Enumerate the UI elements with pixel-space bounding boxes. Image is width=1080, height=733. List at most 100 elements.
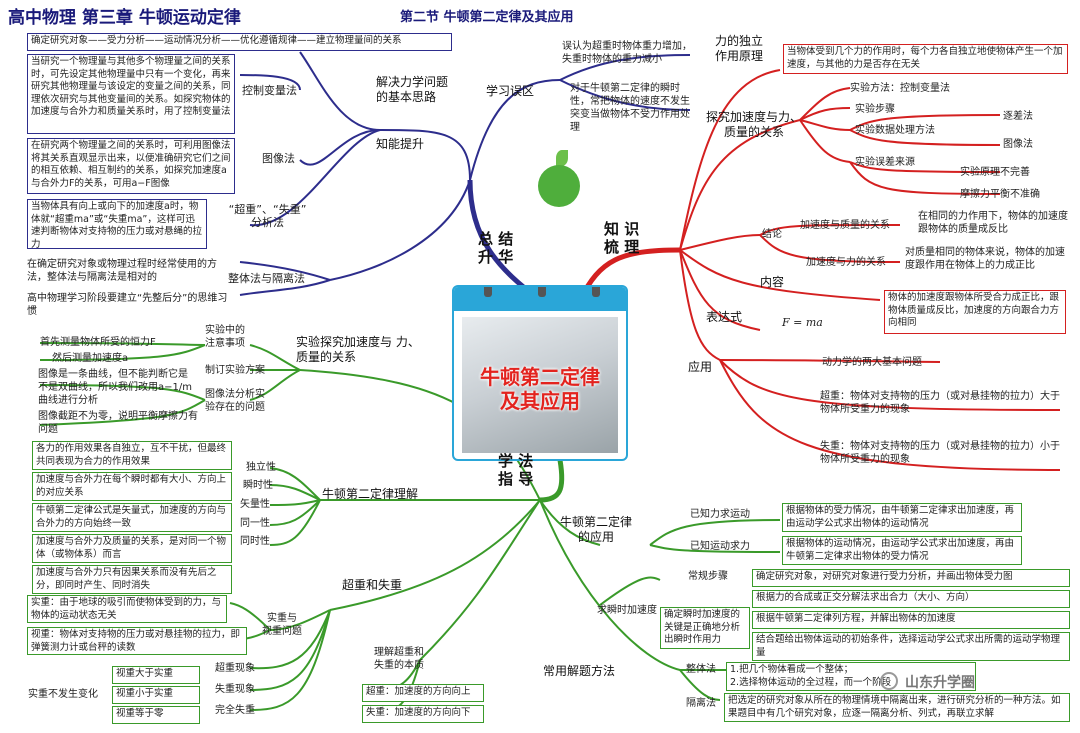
knowledge-up-label: 知能提升 bbox=[376, 137, 425, 151]
calendar-ring-icon bbox=[538, 287, 546, 297]
essence-under: 失重：加速度的方向向下 bbox=[362, 705, 484, 723]
instant-acc-label: 求瞬时加速度 bbox=[597, 605, 657, 616]
exp-error-2: 摩擦力平衡不准确 bbox=[960, 189, 1040, 200]
exp-diff-method: 逐差法 bbox=[1003, 111, 1033, 122]
exp-graph-method: 图像法 bbox=[1003, 139, 1033, 150]
note-3: 图像是一条曲线，但不能判断它是不是双曲线，所以我们改用a−1/m曲线进行分析 bbox=[38, 369, 192, 406]
exp-method: 实验方法：控制变量法 bbox=[850, 83, 950, 94]
steps-label: 常规步骤 bbox=[688, 571, 728, 582]
center-topic-title: 牛顿第二定律 及其应用 bbox=[454, 365, 626, 413]
prop-vector-desc: 牛顿第二定律公式是矢量式，加速度的方向与合外力的方向始终一致 bbox=[32, 503, 232, 532]
over-under-weight-desc: 当物体具有向上或向下的加速度a时，物体就“超重ma”或“失重ma”，这样可迅速判… bbox=[27, 199, 207, 250]
step-1: 确定研究对象，对研究对象进行受力分析，并画出物体受力图 bbox=[752, 569, 1070, 587]
independent-action-desc: 当物体受到几个力的作用时，每个力各自独立地使物体产生一个加速度，与其他的力是否存… bbox=[783, 44, 1068, 74]
exp-error-1: 实验原理不完善 bbox=[960, 167, 1030, 178]
app-underweight: 失重：物体对支持物的压力（或对悬挂物的拉力）小于物体所受重力的现象 bbox=[820, 441, 1060, 465]
note-1: 首先测量物体所受的恒力F bbox=[40, 337, 156, 348]
whole-isolate-desc: 在确定研究对象或物理过程时经常使用的方法，整体法与隔离法是相对的 bbox=[27, 259, 217, 283]
isolate-method-label: 隔离法 bbox=[686, 698, 716, 709]
real-unchanged: 实重不发生变化 bbox=[28, 689, 98, 700]
exp-error: 实验误差来源 bbox=[855, 157, 915, 168]
common-methods-label: 常用解题方法 bbox=[543, 664, 616, 678]
center-topic-card: 牛顿第二定律 及其应用 bbox=[452, 285, 628, 461]
view-greater: 视重大于实重 bbox=[112, 666, 200, 684]
explore-label: 探究加速度与力、 质量的关系 bbox=[706, 110, 803, 139]
calendar-ring-icon bbox=[484, 287, 492, 297]
prop-identity: 同一性 bbox=[240, 518, 270, 529]
complete-weightless: 完全失重 bbox=[215, 705, 255, 716]
step-3: 根据牛顿第二定律列方程，并解出物体的加速度 bbox=[752, 611, 1070, 629]
exp-analysis: 图像法分析实 验存在的问题 bbox=[205, 389, 265, 413]
acc-mass-desc: 在相同的力作用下，物体的加速度跟物体的质量成反比 bbox=[918, 211, 1068, 235]
basic-idea-label: 解决力学问题 的基本思路 bbox=[376, 75, 449, 104]
first-whole-habit: 高中物理学习阶段要建立“先整后分”的思维习惯 bbox=[27, 293, 228, 317]
underweight-phenomenon: 失重现象 bbox=[215, 684, 255, 695]
essence-over: 超重：加速度的方向向上 bbox=[362, 684, 484, 702]
independent-action-label: 力的独立 作用原理 bbox=[715, 34, 764, 63]
known-force-label: 已知力求运动 bbox=[690, 509, 750, 520]
branch-method: 学 法 指 导 bbox=[498, 452, 534, 488]
whole-method-desc: 1.把几个物体看成一个整体； 2.选择物体运动的全过程，而一个阶段 bbox=[726, 662, 976, 691]
cyclist-photo bbox=[462, 317, 618, 453]
prop-instant-desc: 加速度与合外力在每个瞬时都有大小、方向上的对应关系 bbox=[32, 472, 232, 501]
control-variable-desc: 当研究一个物理量与其他多个物理量之间的关系时，可先设定其他物理量中只有一个变化，… bbox=[27, 54, 235, 134]
understand-label: 牛顿第二定律理解 bbox=[322, 487, 419, 501]
isolate-method-desc: 把选定的研究对象从所在的物理情境中隔离出来，进行研究分析的一种方法。如果题目中有… bbox=[724, 693, 1070, 722]
prop-vector: 矢量性 bbox=[240, 499, 270, 510]
view-weight-desc: 视重：物体对支持物的压力或对悬挂物的拉力，即弹簧测力计或台秤的读数 bbox=[27, 627, 247, 655]
center-title-line1: 牛顿第二定律 bbox=[480, 365, 600, 389]
leaf-icon bbox=[556, 150, 568, 166]
expression-label: 表达式 bbox=[706, 310, 743, 324]
acc-force-label: 加速度与力的关系 bbox=[806, 257, 886, 268]
prop-simultaneous-desc: 加速度与合外力只有因果关系而没有先后之分，即同时产生、同时消失 bbox=[32, 565, 232, 594]
prop-identity-desc: 加速度与合外力及质量的关系，是对同一个物体（或物体系）而言 bbox=[32, 534, 232, 563]
overweight-label: 超重和失重 bbox=[342, 578, 403, 592]
apply-label: 牛顿第二定律 的应用 bbox=[560, 515, 633, 544]
exp-data: 实验数据处理方法 bbox=[855, 125, 935, 136]
instant-acc-desc: 确定瞬时加速度的关键是正确地分析出瞬时作用力 bbox=[660, 607, 750, 649]
branch-summary: 总 结 升 华 bbox=[478, 230, 514, 266]
step-2: 根据力的合成或正交分解法求出合力（大小、方向） bbox=[752, 590, 1070, 608]
overweight-phenomenon: 超重现象 bbox=[215, 663, 255, 674]
over-under-weight-label: “超重”、“失重” 分析法 bbox=[228, 203, 307, 229]
exp-plan: 制订实验方案 bbox=[205, 365, 265, 376]
mistake-label: 学习误区 bbox=[486, 84, 535, 98]
real-view-label: 实重与 视重问题 bbox=[262, 613, 302, 637]
calendar-ring-icon bbox=[592, 287, 600, 297]
app-overweight: 超重：物体对支持物的压力（或对悬挂物的拉力）大于物体所受重力的现象 bbox=[820, 391, 1060, 415]
formula: F = ma bbox=[782, 316, 823, 329]
known-motion-label: 已知运动求力 bbox=[690, 541, 750, 552]
whole-isolate-label: 整体法与隔离法 bbox=[228, 272, 305, 285]
note-2: 然后测量加速度a bbox=[52, 353, 129, 364]
watermark-text: 山东升学圈 bbox=[905, 675, 975, 691]
content-desc: 物体的加速度跟物体所受合力成正比，跟物体质量成反比，加速度的方向跟合力方向相同 bbox=[884, 290, 1066, 334]
page-title: 高中物理 第三章 牛顿运动定律 bbox=[8, 8, 241, 28]
acc-mass-label: 加速度与质量的关系 bbox=[800, 220, 890, 231]
view-less: 视重小于实重 bbox=[112, 686, 200, 704]
clover-logo-icon bbox=[538, 165, 580, 207]
real-weight-desc: 实重：由于地球的吸引而使物体受到的力，与物体的运动状态无关 bbox=[27, 595, 227, 623]
control-variable-label: 控制变量法 bbox=[242, 84, 297, 97]
image-method-desc: 在研究两个物理量之间的关系时，可利用图像法将其关系直观显示出来，以便准确研究它们… bbox=[27, 138, 235, 194]
mistake-1: 误认为超重时物体重力增加，失重时物体的重力减小 bbox=[562, 41, 692, 65]
flow-box: 确定研究对象——受力分析——运动情况分析——优化遵循规律——建立物理量间的关系 bbox=[27, 33, 452, 51]
mistake-2: 对于牛顿第二定律的瞬时性，常把物体的速度不发生突变当做物体不受力作用处理 bbox=[570, 83, 690, 133]
essence-label: 理解超重和 失重的本质 bbox=[374, 647, 424, 671]
image-method-label: 图像法 bbox=[262, 152, 295, 165]
acc-force-desc: 对质量相同的物体来说，物体的加速度跟作用在物体上的力成正比 bbox=[905, 247, 1065, 271]
prop-independent: 独立性 bbox=[246, 462, 276, 473]
watermark-icon bbox=[880, 672, 898, 690]
application-label: 应用 bbox=[688, 360, 713, 374]
center-title-line2: 及其应用 bbox=[500, 389, 580, 413]
view-zero: 视重等于零 bbox=[112, 706, 200, 724]
exp-notes: 实验中的 注意事项 bbox=[205, 325, 245, 349]
branch-knowledge: 知 识 梳 理 bbox=[604, 220, 640, 256]
step-4: 结合题给出物体运动的初始条件，选择运动学公式求出所需的运动学物理量 bbox=[752, 632, 1070, 661]
known-motion-desc: 根据物体的运动情况，由运动学公式求出加速度，再由牛顿第二定律求出物体的受力情况 bbox=[782, 536, 1022, 565]
prop-simultaneous: 同时性 bbox=[240, 536, 270, 547]
known-force-desc: 根据物体的受力情况，由牛顿第二定律求出加速度，再由运动学公式求出物体的运动情况 bbox=[782, 503, 1022, 532]
content-label: 内容 bbox=[760, 275, 785, 289]
prop-independent-desc: 各力的作用效果各自独立，互不干扰，但最终共同表现为合力的作用效果 bbox=[32, 441, 232, 470]
